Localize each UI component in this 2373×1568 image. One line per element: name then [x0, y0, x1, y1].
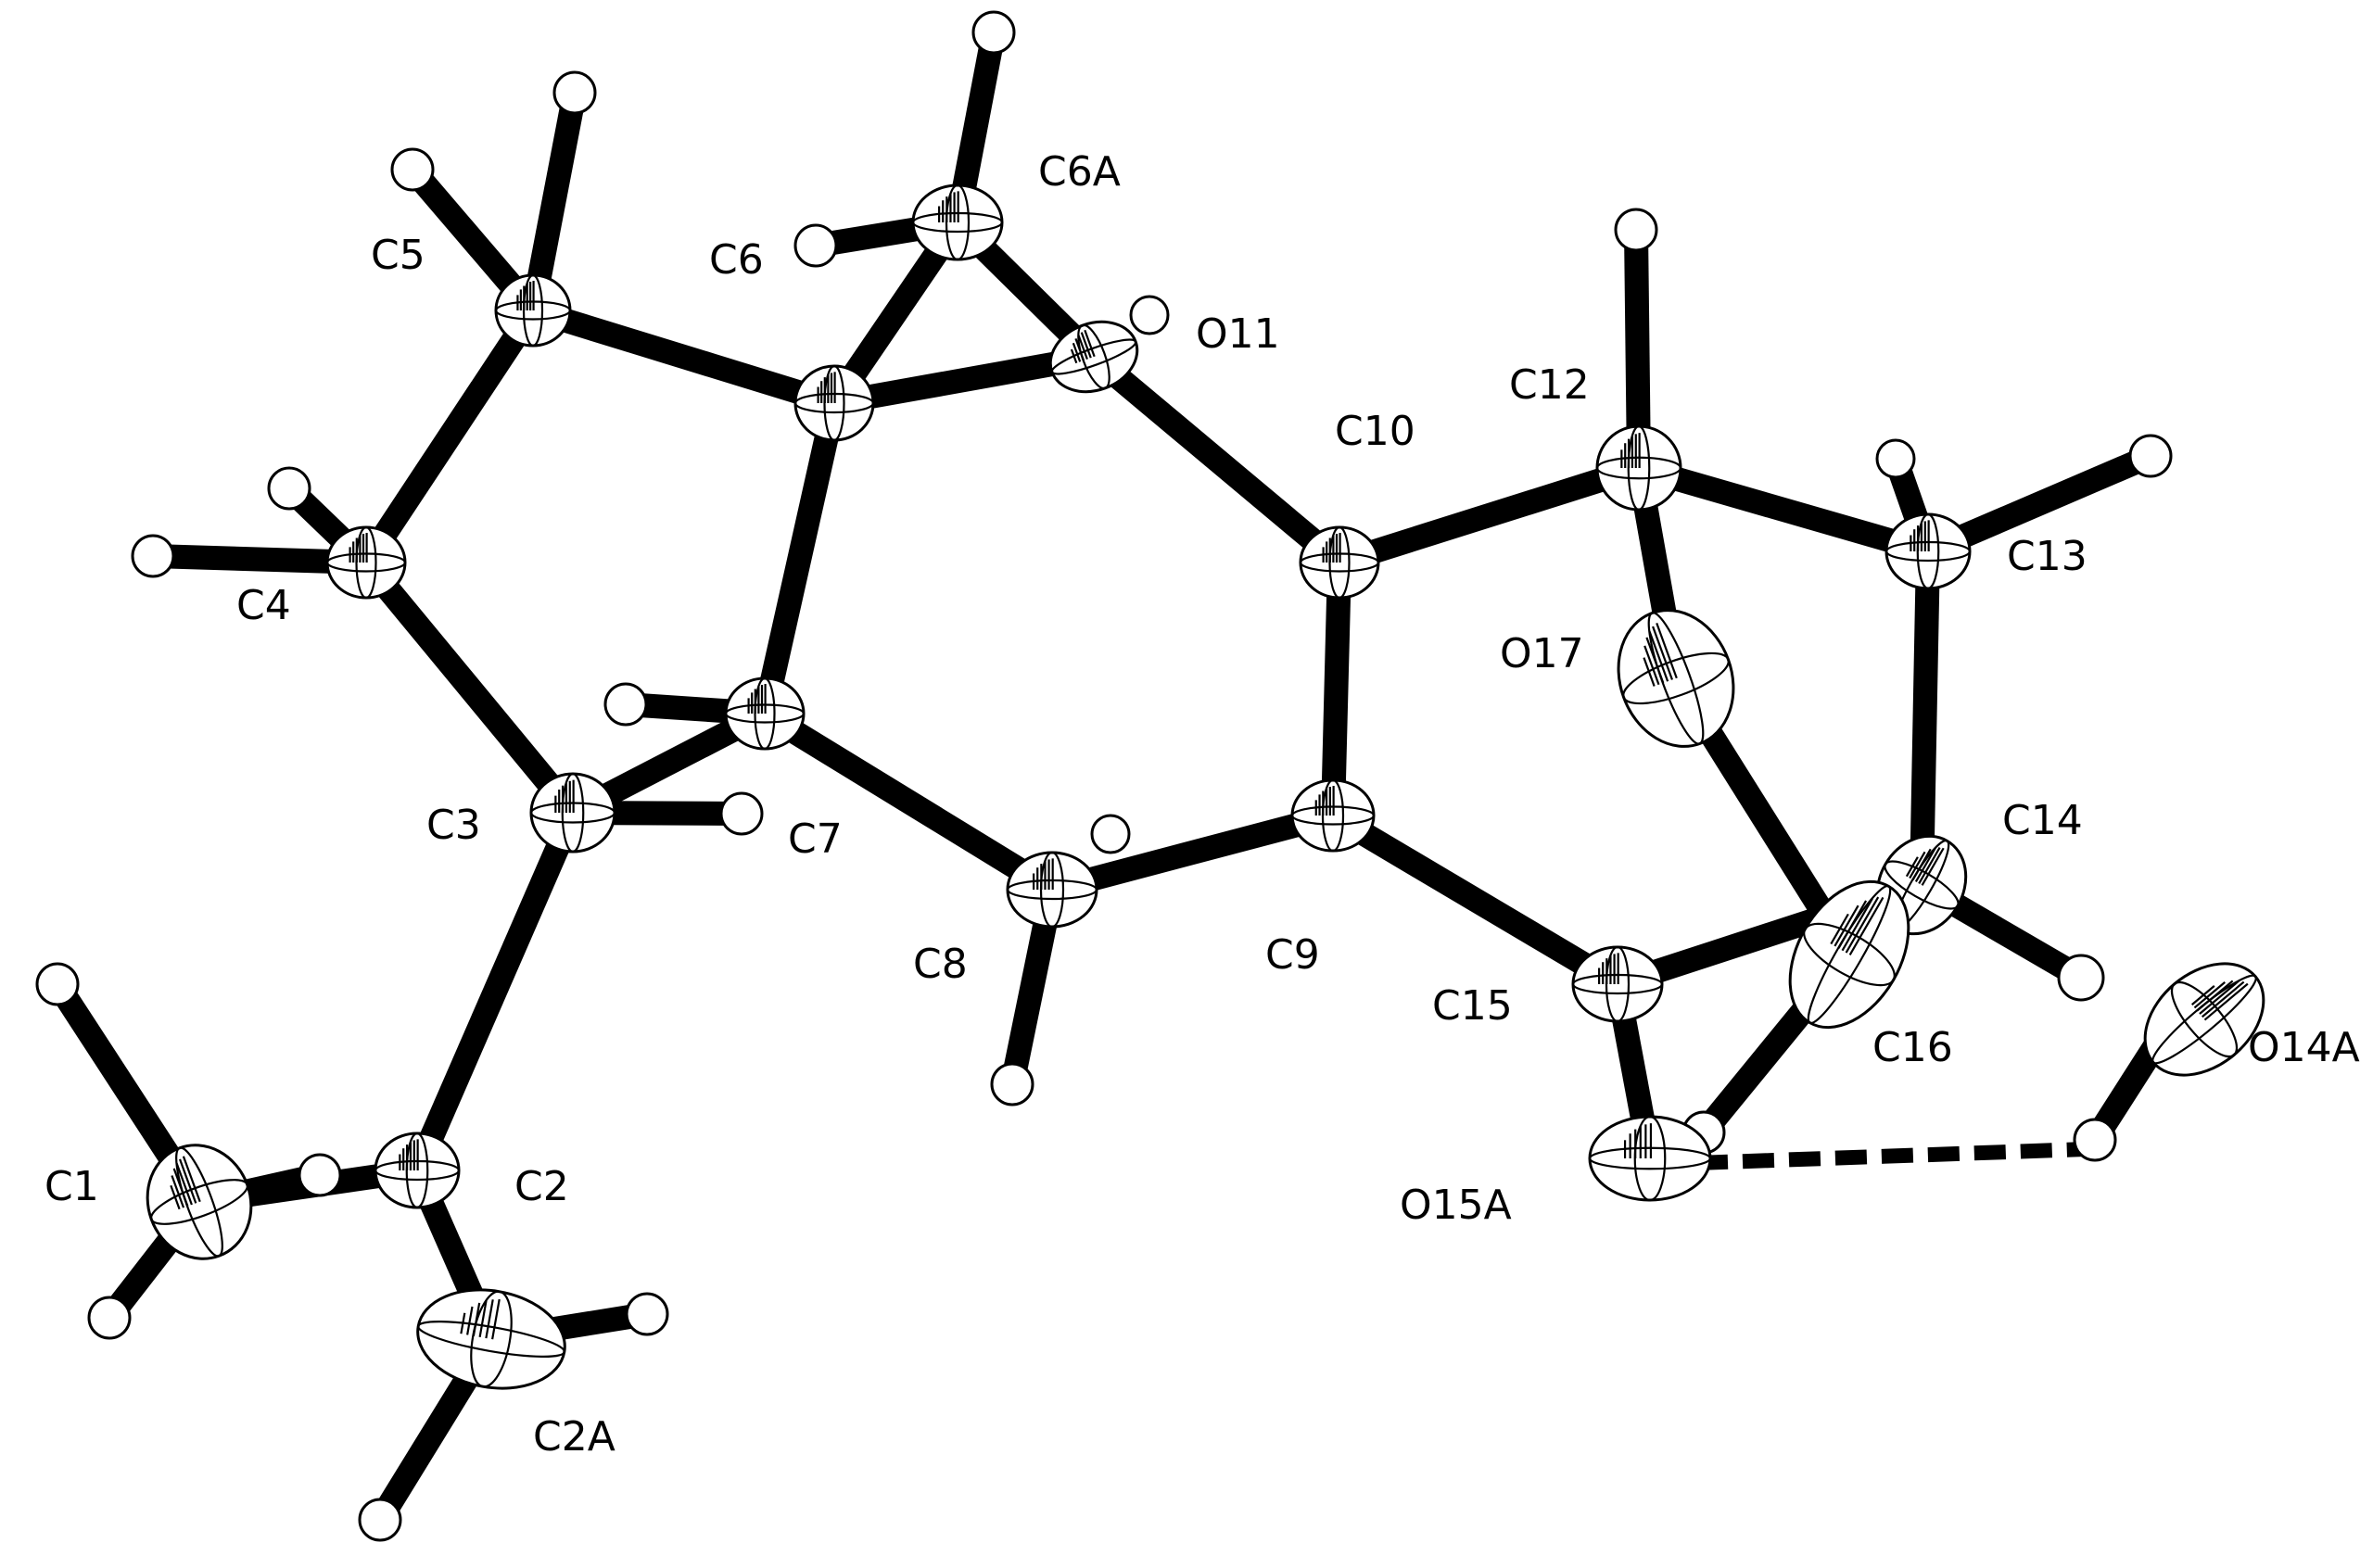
label-c2: C2 — [514, 1163, 569, 1210]
atom-o17-ellipsoid — [1617, 609, 1735, 748]
atom-o15a-ellipsoid — [1588, 1115, 1712, 1202]
hydrogen-atom — [1090, 814, 1131, 854]
bond-c13-c14 — [1910, 550, 1940, 886]
hydrogen-atom — [1614, 208, 1658, 252]
hydrogen-atom — [87, 1296, 132, 1340]
label-c5: C5 — [371, 232, 425, 279]
hydrogen-atom — [1129, 295, 1170, 335]
bond-c10-c12 — [1336, 456, 1643, 575]
hydrogen-bond-dashed — [1695, 1142, 2087, 1170]
hydrogen-atom — [390, 147, 435, 192]
label-c9: C9 — [1265, 931, 1320, 979]
atom-c7-ellipsoid — [724, 677, 806, 751]
bond-c3-c4 — [356, 554, 583, 821]
label-c16: C16 — [1872, 1024, 1953, 1071]
label-c15: C15 — [1432, 982, 1513, 1030]
atom-c1-ellipsoid — [146, 1144, 253, 1260]
label-c12: C12 — [1509, 361, 1590, 409]
hydrogen-atom — [298, 1153, 342, 1197]
atom-c15-ellipsoid — [1571, 945, 1664, 1023]
atom-c2a-ellipsoid — [416, 1288, 566, 1390]
bond-c2-c3 — [406, 807, 584, 1176]
hydrogen-atom — [552, 70, 597, 115]
label-o15a: O15A — [1400, 1182, 1512, 1229]
bond-c5-h2 — [521, 90, 587, 313]
label-c14: C14 — [2002, 797, 2083, 844]
atom-c13-ellipsoid — [1884, 512, 1972, 590]
atom-c4-ellipsoid — [325, 525, 407, 600]
atom-c2-ellipsoid — [374, 1132, 461, 1209]
label-c6a: C6A — [1038, 148, 1121, 196]
atom-c6-ellipsoid — [793, 364, 875, 442]
atom-c12-ellipsoid — [1595, 424, 1682, 512]
hydrogen-atom — [793, 223, 838, 268]
hydrogen-atom — [358, 1498, 402, 1542]
bond-c10-o11 — [1085, 348, 1348, 572]
hydrogen-atom — [2073, 1118, 2117, 1162]
hydrogen-atom — [1875, 438, 1916, 479]
bond-c9-c10 — [1321, 562, 1351, 816]
atom-labels: C1 C2 C2A C3 C4 C5 C6 C6A C7 C8 C9 C10 O… — [44, 148, 2360, 1461]
hydrogen-atom — [971, 10, 1016, 55]
label-c3: C3 — [426, 802, 481, 849]
hydrogen-atom — [2057, 954, 2105, 1002]
atom-c8-ellipsoid — [1006, 851, 1098, 929]
hydrogen-atom — [603, 682, 648, 727]
bond-layer — [197, 213, 2179, 1345]
atom-c5-ellipsoid — [494, 273, 572, 348]
bond-c12-c13 — [1635, 456, 1932, 563]
atom-o11-ellipsoid — [1048, 320, 1139, 394]
label-c7: C7 — [788, 816, 843, 863]
atom-c10-ellipsoid — [1299, 525, 1380, 600]
label-o14a: O14A — [2248, 1024, 2360, 1071]
bond-c6-c7 — [753, 400, 846, 716]
hydrogen-atoms — [35, 10, 2173, 1542]
label-c13: C13 — [2007, 533, 2087, 580]
hydrogen-atom — [719, 791, 764, 836]
atom-c6a-ellipsoid — [911, 183, 1004, 261]
label-c8: C8 — [913, 941, 968, 988]
label-o11: O11 — [1196, 310, 1280, 358]
label-c2a: C2A — [533, 1413, 615, 1461]
label-c6: C6 — [709, 236, 764, 284]
label-o17: O17 — [1500, 630, 1584, 677]
bond-c4-c5 — [356, 303, 543, 570]
heavy-atoms — [146, 183, 2265, 1390]
bond-c9-c15 — [1326, 804, 1624, 995]
atom-c9-ellipsoid — [1290, 778, 1376, 853]
hydrogen-atom — [131, 534, 175, 578]
bond-c8-c9 — [1048, 803, 1337, 902]
label-c1: C1 — [44, 1163, 99, 1210]
atom-c3-ellipsoid — [529, 772, 616, 854]
hydrogen-atom — [267, 466, 311, 511]
bond-c5-c6 — [529, 298, 838, 415]
hydrogen-atom — [625, 1292, 669, 1336]
hydrogen-atom — [35, 962, 80, 1006]
label-c10: C10 — [1335, 408, 1415, 455]
hydrogen-atom — [990, 1062, 1034, 1106]
atom-o14a-ellipsoid — [2143, 962, 2265, 1077]
label-c4: C4 — [236, 582, 291, 629]
bond-c7-c8 — [758, 702, 1059, 901]
hydrogen-atom — [2128, 434, 2173, 478]
atom-c16-ellipsoid — [1788, 879, 1910, 1030]
